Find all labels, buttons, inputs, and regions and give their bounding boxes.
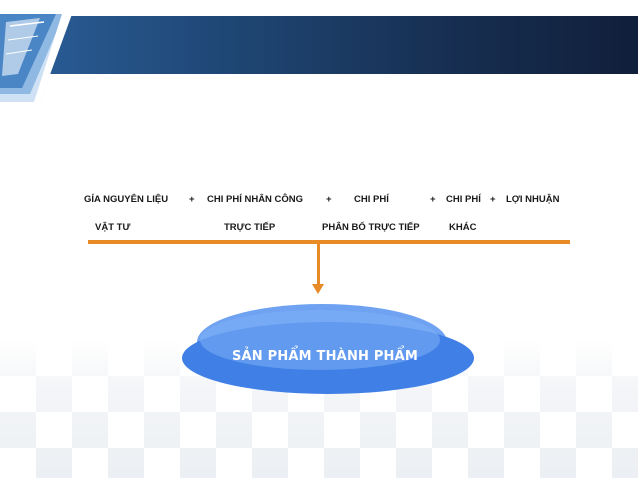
header-decoration-image: [0, 14, 72, 102]
term-raw-material: GÍA NGUYÊN LIỆU: [84, 194, 169, 205]
plus-sign: +: [430, 194, 436, 205]
down-arrow-icon: [312, 284, 324, 294]
connector-line: [88, 240, 570, 244]
term-other-cost: CHI PHÍ: [446, 194, 481, 205]
plus-sign: +: [189, 194, 195, 205]
ellipse-highlight: [200, 310, 440, 370]
plus-sign: +: [490, 194, 496, 205]
term-profit: LỢI NHUẬN: [506, 194, 560, 205]
term-raw-material-line2: VẬT TƯ: [95, 222, 131, 233]
plus-sign: +: [326, 194, 332, 205]
term-allocated-cost-line2: PHÂN BỔ TRỰC TIẾP: [322, 222, 420, 233]
term-other-cost-line2: KHÁC: [449, 222, 477, 233]
down-arrow-shaft: [317, 244, 320, 286]
finished-product-node: [182, 304, 474, 394]
header-banner: [0, 16, 638, 74]
term-labor-cost-line2: TRỰC TIẾP: [224, 222, 276, 233]
term-allocated-cost: CHI PHÍ: [354, 194, 389, 205]
finished-product-label: SẢN PHẨM THÀNH PHẨM: [231, 349, 419, 364]
term-labor-cost: CHI PHÍ NHÂN CÔNG: [207, 194, 304, 205]
